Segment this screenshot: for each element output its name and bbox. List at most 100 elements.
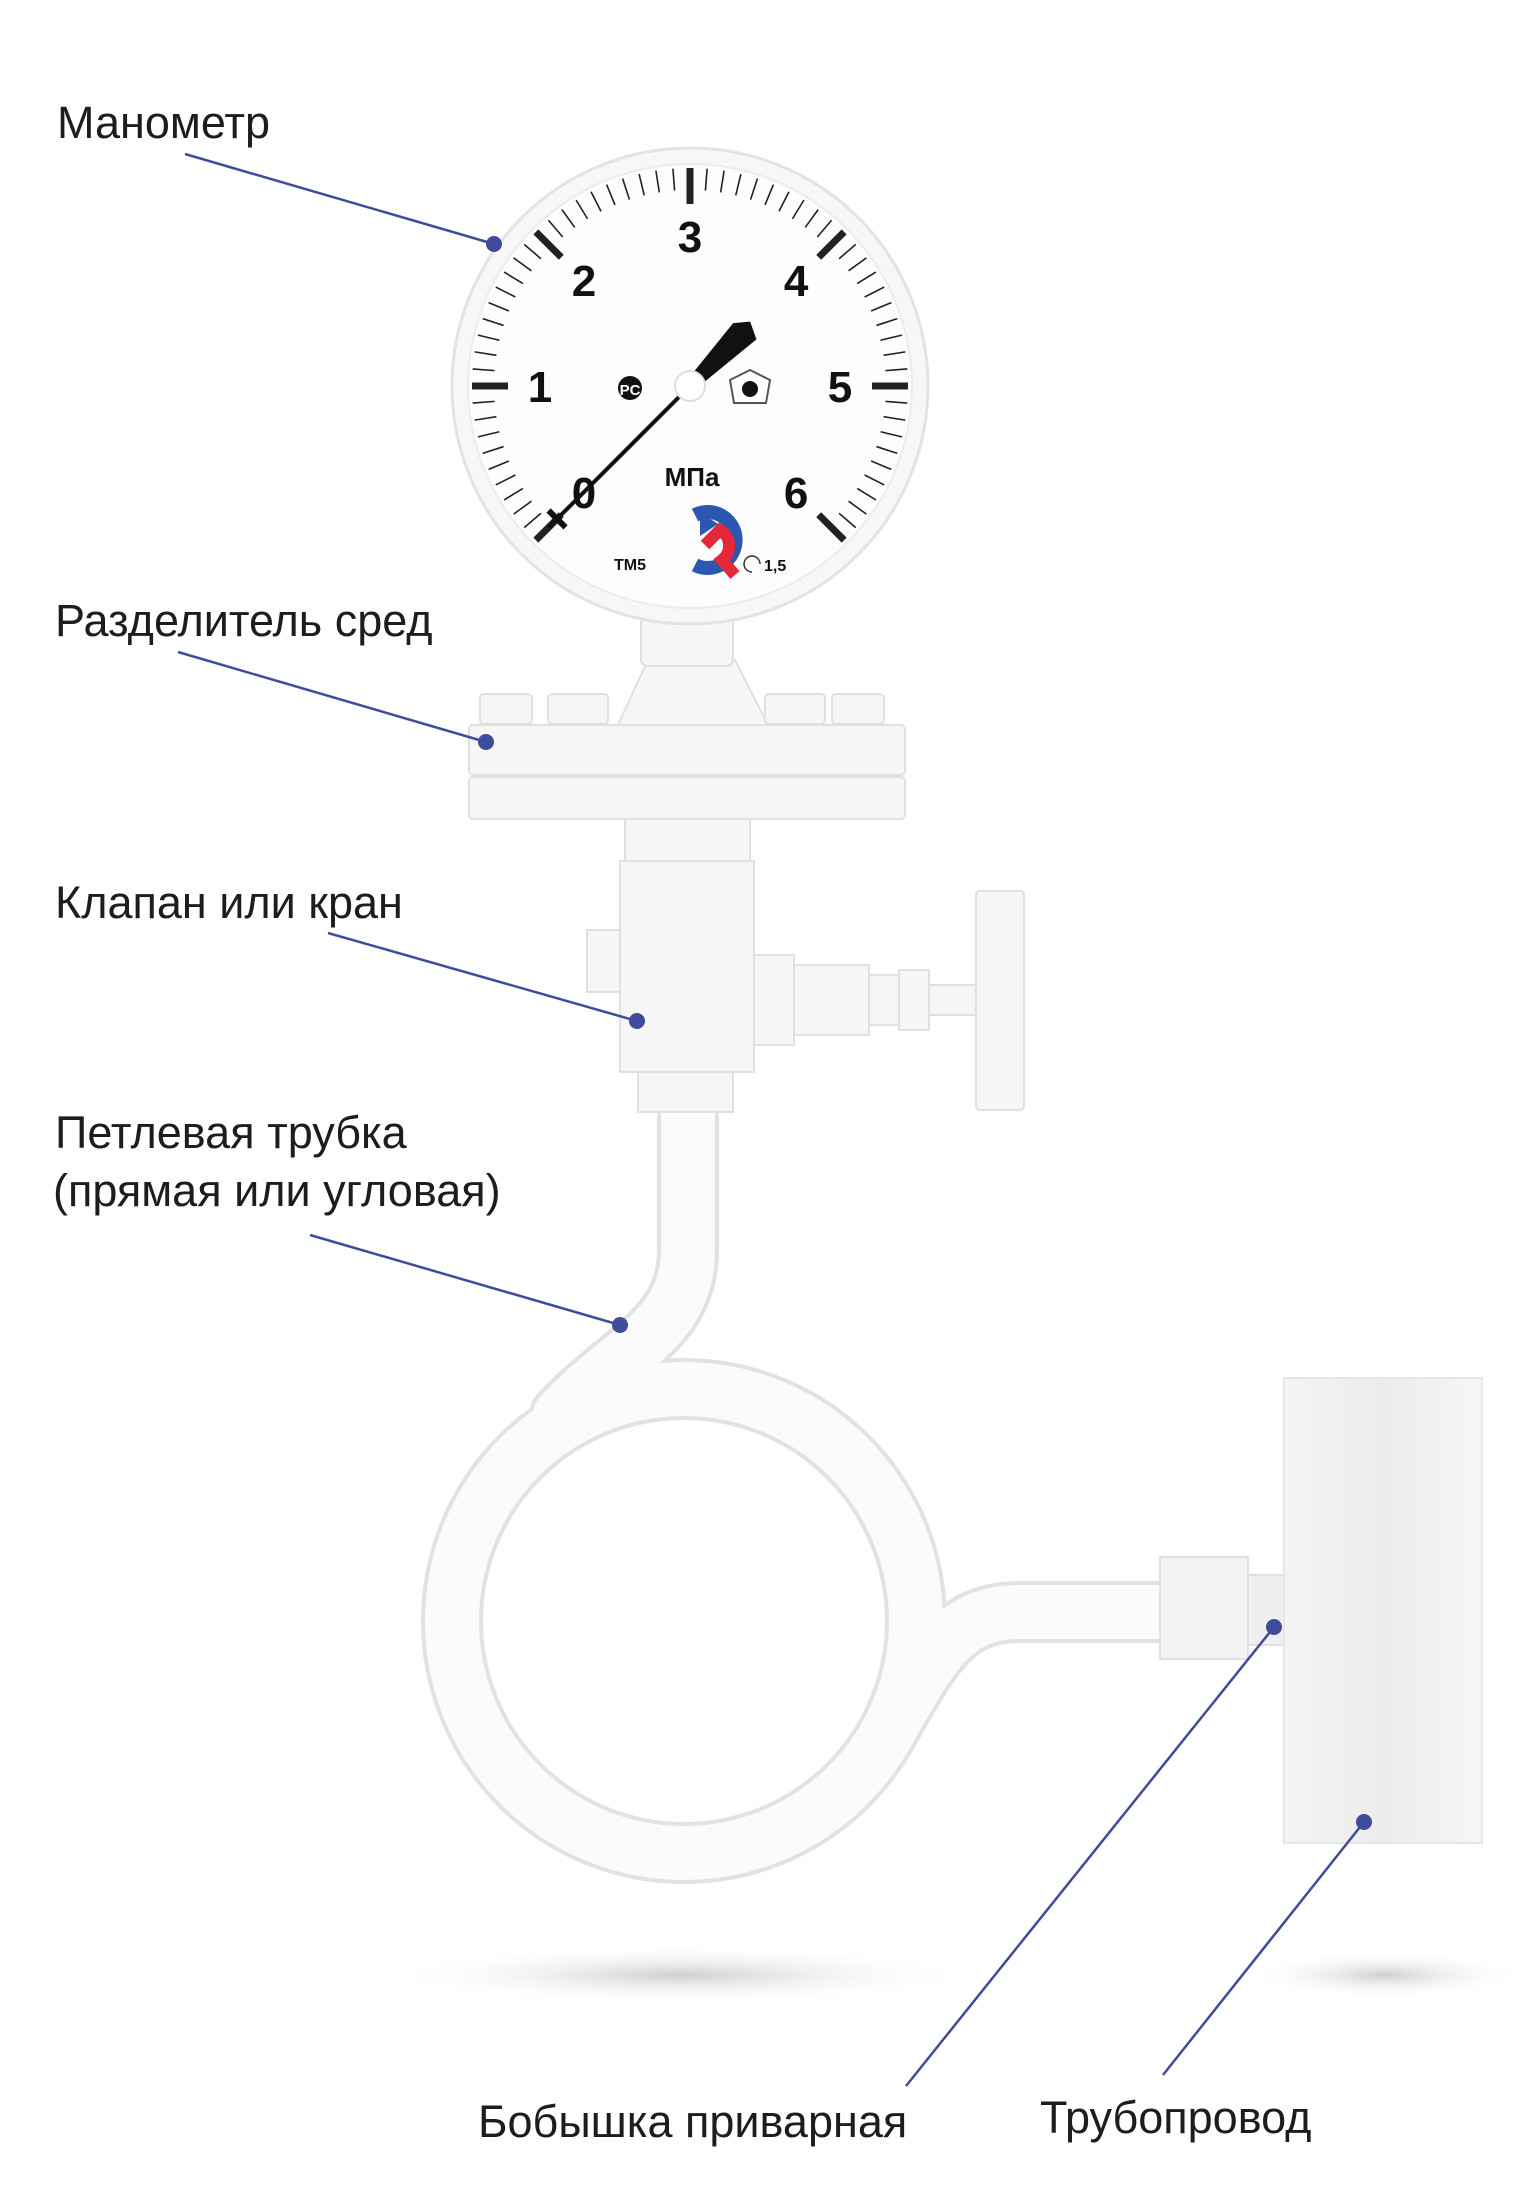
major-tick [533, 229, 564, 260]
minor-tick [477, 334, 500, 342]
minor-tick [856, 271, 877, 285]
minor-tick [575, 199, 589, 220]
label-boss: Бобышка приварная [478, 2096, 907, 2147]
minor-tick [856, 487, 877, 501]
label-separator: Разделитель сред [55, 595, 433, 646]
minor-tick [503, 487, 524, 501]
minor-tick [719, 170, 725, 193]
minor-tick [816, 219, 833, 238]
minor-tick [672, 168, 676, 191]
accuracy-class: 1,5 [743, 555, 786, 575]
minor-tick [848, 500, 867, 515]
minor-tick [503, 271, 524, 285]
minor-tick [655, 170, 661, 193]
gauge-model: ТМ5 [614, 557, 646, 574]
minor-tick [482, 445, 504, 455]
minor-tick [870, 460, 892, 471]
brand-logo-icon [691, 505, 743, 579]
major-tick [816, 512, 847, 543]
loop-shadow [380, 1945, 980, 2005]
gauge-numbers: 0123456 [528, 213, 852, 518]
leader-line-pipeline [1162, 1821, 1365, 2076]
pressure-gauge: 0123456 МПа PC ТМ5 1,5 [450, 146, 930, 626]
gauge-ticks [472, 168, 908, 543]
pointer-hub [674, 370, 706, 402]
minor-tick [474, 415, 497, 421]
minor-tick [749, 178, 759, 200]
leader-dot-gauge [486, 236, 502, 252]
pipeline-shadow [1245, 1951, 1513, 1999]
minor-tick [864, 474, 885, 486]
minor-tick [838, 243, 857, 260]
minor-tick [848, 257, 867, 272]
minor-tick [590, 191, 602, 212]
leader-dot-separator [478, 734, 494, 750]
minor-tick [880, 334, 903, 342]
minor-tick [791, 199, 805, 220]
gauge-unit: МПа [665, 462, 720, 492]
scale-number: 6 [784, 469, 808, 518]
leader-line-separator [177, 650, 487, 744]
minor-tick [523, 512, 542, 529]
tube-nut [1159, 1556, 1249, 1660]
label-pipeline: Трубопровод [1040, 2092, 1311, 2143]
minor-tick [605, 184, 616, 206]
leader-line-boss [905, 1626, 1275, 2087]
minor-tick [472, 400, 495, 404]
leader-lines [177, 152, 1372, 2087]
minor-tick [778, 191, 790, 212]
minor-tick [495, 474, 516, 486]
minor-tick [513, 257, 532, 272]
pipeline-cylinder [1283, 1377, 1483, 1844]
leader-line-valve [327, 931, 638, 1023]
minor-tick [870, 301, 892, 312]
minor-tick [804, 209, 819, 228]
leader-dot-valve [629, 1013, 645, 1029]
label-loop-line2: (прямая или угловая) [53, 1165, 501, 1216]
minor-tick [838, 512, 857, 529]
valve [586, 818, 1025, 1113]
minor-tick [488, 460, 510, 471]
minor-tick [638, 173, 646, 196]
svg-text:1,5: 1,5 [764, 558, 786, 575]
leader-line-gauge [184, 152, 495, 246]
label-loop-line1: Петлевая трубка [55, 1107, 408, 1158]
diaphragm-separator [468, 617, 906, 820]
gauge-pointer [546, 321, 757, 530]
minor-tick [621, 178, 631, 200]
rst-mark-icon: PC [618, 376, 642, 400]
scale-number: 1 [528, 363, 552, 412]
minor-tick [883, 415, 906, 421]
minor-tick [561, 209, 576, 228]
leader-dot-loop [612, 1317, 628, 1333]
scale-number: 4 [784, 257, 809, 306]
minor-tick [472, 368, 495, 372]
minor-tick [495, 286, 516, 298]
label-gauge: Манометр [57, 97, 270, 148]
minor-tick [513, 500, 532, 515]
minor-tick [704, 168, 708, 191]
minor-tick [864, 286, 885, 298]
minor-tick [883, 351, 906, 357]
pointer-counterweight [685, 321, 757, 391]
pointer-tip [546, 508, 568, 530]
scale-number: 3 [678, 213, 702, 262]
leader-line-loop [309, 1233, 621, 1327]
minor-tick [764, 184, 775, 206]
leader-dot-boss [1266, 1619, 1282, 1635]
leader-dot-pipeline [1356, 1814, 1372, 1830]
major-tick [816, 229, 847, 260]
svg-text:PC: PC [620, 382, 641, 399]
minor-tick [885, 400, 908, 404]
valve-handle [975, 890, 1025, 1111]
minor-tick [474, 351, 497, 357]
pointer-shaft [547, 384, 692, 529]
minor-tick [885, 368, 908, 372]
scale-number: 2 [572, 257, 596, 306]
minor-tick [547, 219, 564, 238]
minor-tick [876, 445, 898, 455]
scale-number: 5 [828, 363, 852, 412]
minor-tick [488, 301, 510, 312]
minor-tick [523, 243, 542, 260]
